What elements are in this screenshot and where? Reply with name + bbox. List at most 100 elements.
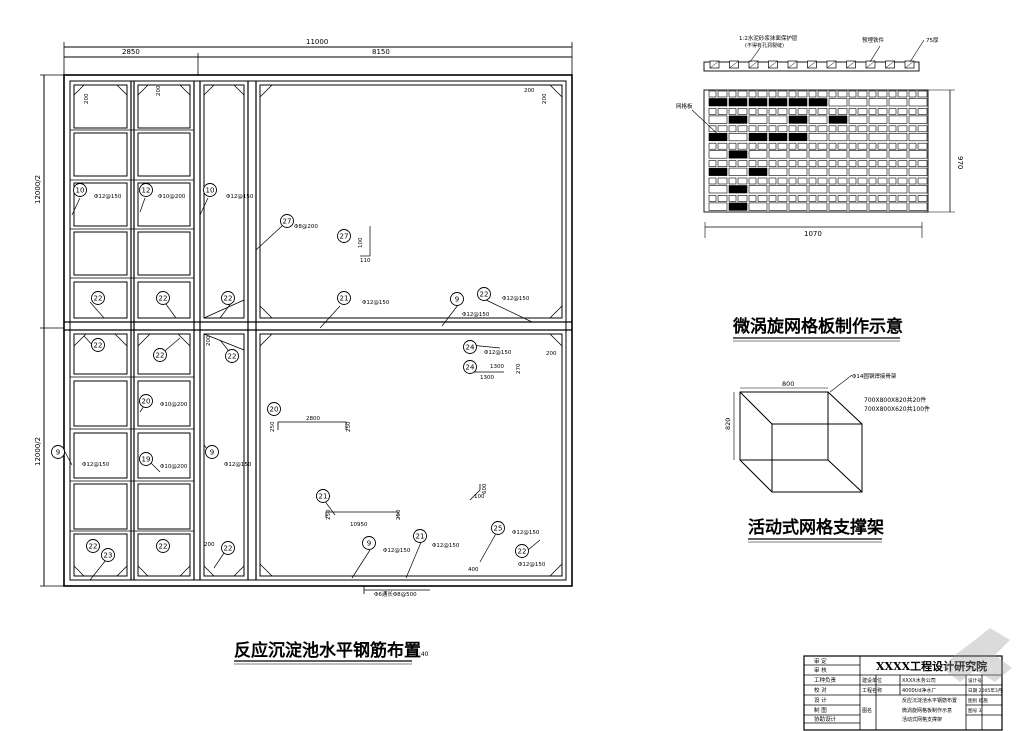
grid-hole xyxy=(917,160,928,167)
rebar-circle xyxy=(73,183,87,197)
main-plan-title: 反应沉淀池水平钢筋布置 xyxy=(234,640,421,661)
rebar-circle xyxy=(267,402,281,416)
tb-extra: 设计号 xyxy=(968,677,982,684)
grid-plate xyxy=(703,89,929,213)
spec-s120150: Φ12@150 xyxy=(484,350,512,356)
grid-empty-block xyxy=(848,115,868,124)
dim-d2800: 2800 xyxy=(306,416,320,422)
grid-hole xyxy=(748,90,757,98)
grid-hole xyxy=(908,125,917,133)
grid-hole xyxy=(897,108,908,115)
grid-hole xyxy=(817,108,828,115)
tb-value: 活动式网格支撑架 xyxy=(902,716,942,723)
grid-hole xyxy=(768,90,777,98)
grid-hole xyxy=(908,90,917,98)
grid-empty-block xyxy=(848,185,868,194)
grid-hole xyxy=(897,90,908,98)
grid-empty-block xyxy=(888,202,908,211)
grid-empty-block xyxy=(708,115,728,124)
grid-filled-block xyxy=(708,133,728,142)
grid-hole xyxy=(857,125,868,133)
grid-empty-block xyxy=(808,133,828,142)
grid-hole xyxy=(717,177,728,185)
grid-empty-block xyxy=(888,185,908,194)
grid-hole xyxy=(717,108,728,115)
grid-hole xyxy=(788,160,797,167)
grid-filled-block xyxy=(728,150,748,159)
rebar-circle xyxy=(362,536,376,550)
support-panel-title: 活动式网格支撑架 xyxy=(748,517,884,538)
rebar-circle xyxy=(450,292,464,306)
grid-empty-block xyxy=(868,133,888,142)
spec-s10200: Φ10@200 xyxy=(160,464,188,470)
dim-d250: 250 xyxy=(326,509,332,520)
grid-hole xyxy=(817,195,828,202)
grid-empty-block xyxy=(848,202,868,211)
grid-outline xyxy=(703,89,929,213)
grid-empty-block xyxy=(808,185,828,194)
grid-filled-block xyxy=(768,98,788,107)
grid-empty-block xyxy=(868,115,888,124)
grid-empty-block xyxy=(768,150,788,159)
grid-hole xyxy=(788,177,797,185)
dim-d200: 200 xyxy=(542,93,548,104)
rebar-label-l21a: 21 xyxy=(340,295,349,303)
grid-hole xyxy=(768,142,777,150)
dim-d200: 200 xyxy=(84,93,90,104)
grid-hole xyxy=(848,177,857,185)
grid-hole xyxy=(768,177,777,185)
grid-filled-block xyxy=(748,133,768,142)
grid-empty-block xyxy=(708,150,728,159)
grid-hole xyxy=(877,90,888,98)
rebar-label-l24a: 24 xyxy=(466,344,475,352)
grid-hole xyxy=(868,177,877,185)
grid-hole xyxy=(828,142,837,150)
tb-label: 图名 xyxy=(862,707,872,714)
grid-hole xyxy=(848,125,857,133)
rebar-circle xyxy=(205,445,219,459)
support-note3: 700X800X620共100件 xyxy=(864,405,930,413)
grid-hole xyxy=(848,195,857,202)
dim-d270: 270 xyxy=(516,363,522,374)
grid-empty-block xyxy=(868,98,888,107)
grid-hole xyxy=(748,160,757,167)
grid-hole xyxy=(777,195,788,202)
grid-top-strip xyxy=(709,60,915,69)
rebar-label-l21b: 21 xyxy=(319,493,328,501)
rebar-label-l22: 22 xyxy=(224,545,233,553)
grid-empty-block xyxy=(748,185,768,194)
grid-hole xyxy=(808,125,817,133)
grid-empty-block xyxy=(848,98,868,107)
grid-empty-block xyxy=(768,115,788,124)
rebar-label-l10b: 10 xyxy=(206,187,215,195)
rebar-label-l22: 22 xyxy=(159,543,168,551)
grid-filled-block xyxy=(728,202,748,211)
tb-label: 工程名称 xyxy=(862,687,882,694)
grid-filled-block xyxy=(728,185,748,194)
spec-s120150: Φ12@150 xyxy=(94,194,122,200)
grid-hole xyxy=(777,125,788,133)
grid-hole xyxy=(837,125,848,133)
grid-filled-block xyxy=(748,167,768,176)
grid-hole xyxy=(748,177,757,185)
bottom-rebar-note: Φ6通长Φ8@500 xyxy=(374,590,417,598)
grid-hole xyxy=(828,160,837,167)
grid-hole xyxy=(788,108,797,115)
grid-hole xyxy=(837,177,848,185)
rebar-label-l23: 23 xyxy=(104,552,113,560)
grid-note-top3: 75厚 xyxy=(926,37,939,44)
grid-hole xyxy=(877,160,888,167)
grid-empty-block xyxy=(728,167,748,176)
spec-s120150: Φ12@150 xyxy=(512,530,540,536)
grid-empty-block xyxy=(828,167,848,176)
grid-hole xyxy=(708,142,717,150)
tb-extra: 日期 2005年3月 xyxy=(968,687,1002,694)
grid-hole xyxy=(877,108,888,115)
support-note2: 700X800X820共20件 xyxy=(864,396,926,404)
grid-filled-block xyxy=(728,98,748,107)
grid-empty-block xyxy=(828,133,848,142)
grid-hole xyxy=(797,108,808,115)
grid-hole xyxy=(757,195,768,202)
grid-hole xyxy=(808,177,817,185)
grid-hole xyxy=(768,108,777,115)
